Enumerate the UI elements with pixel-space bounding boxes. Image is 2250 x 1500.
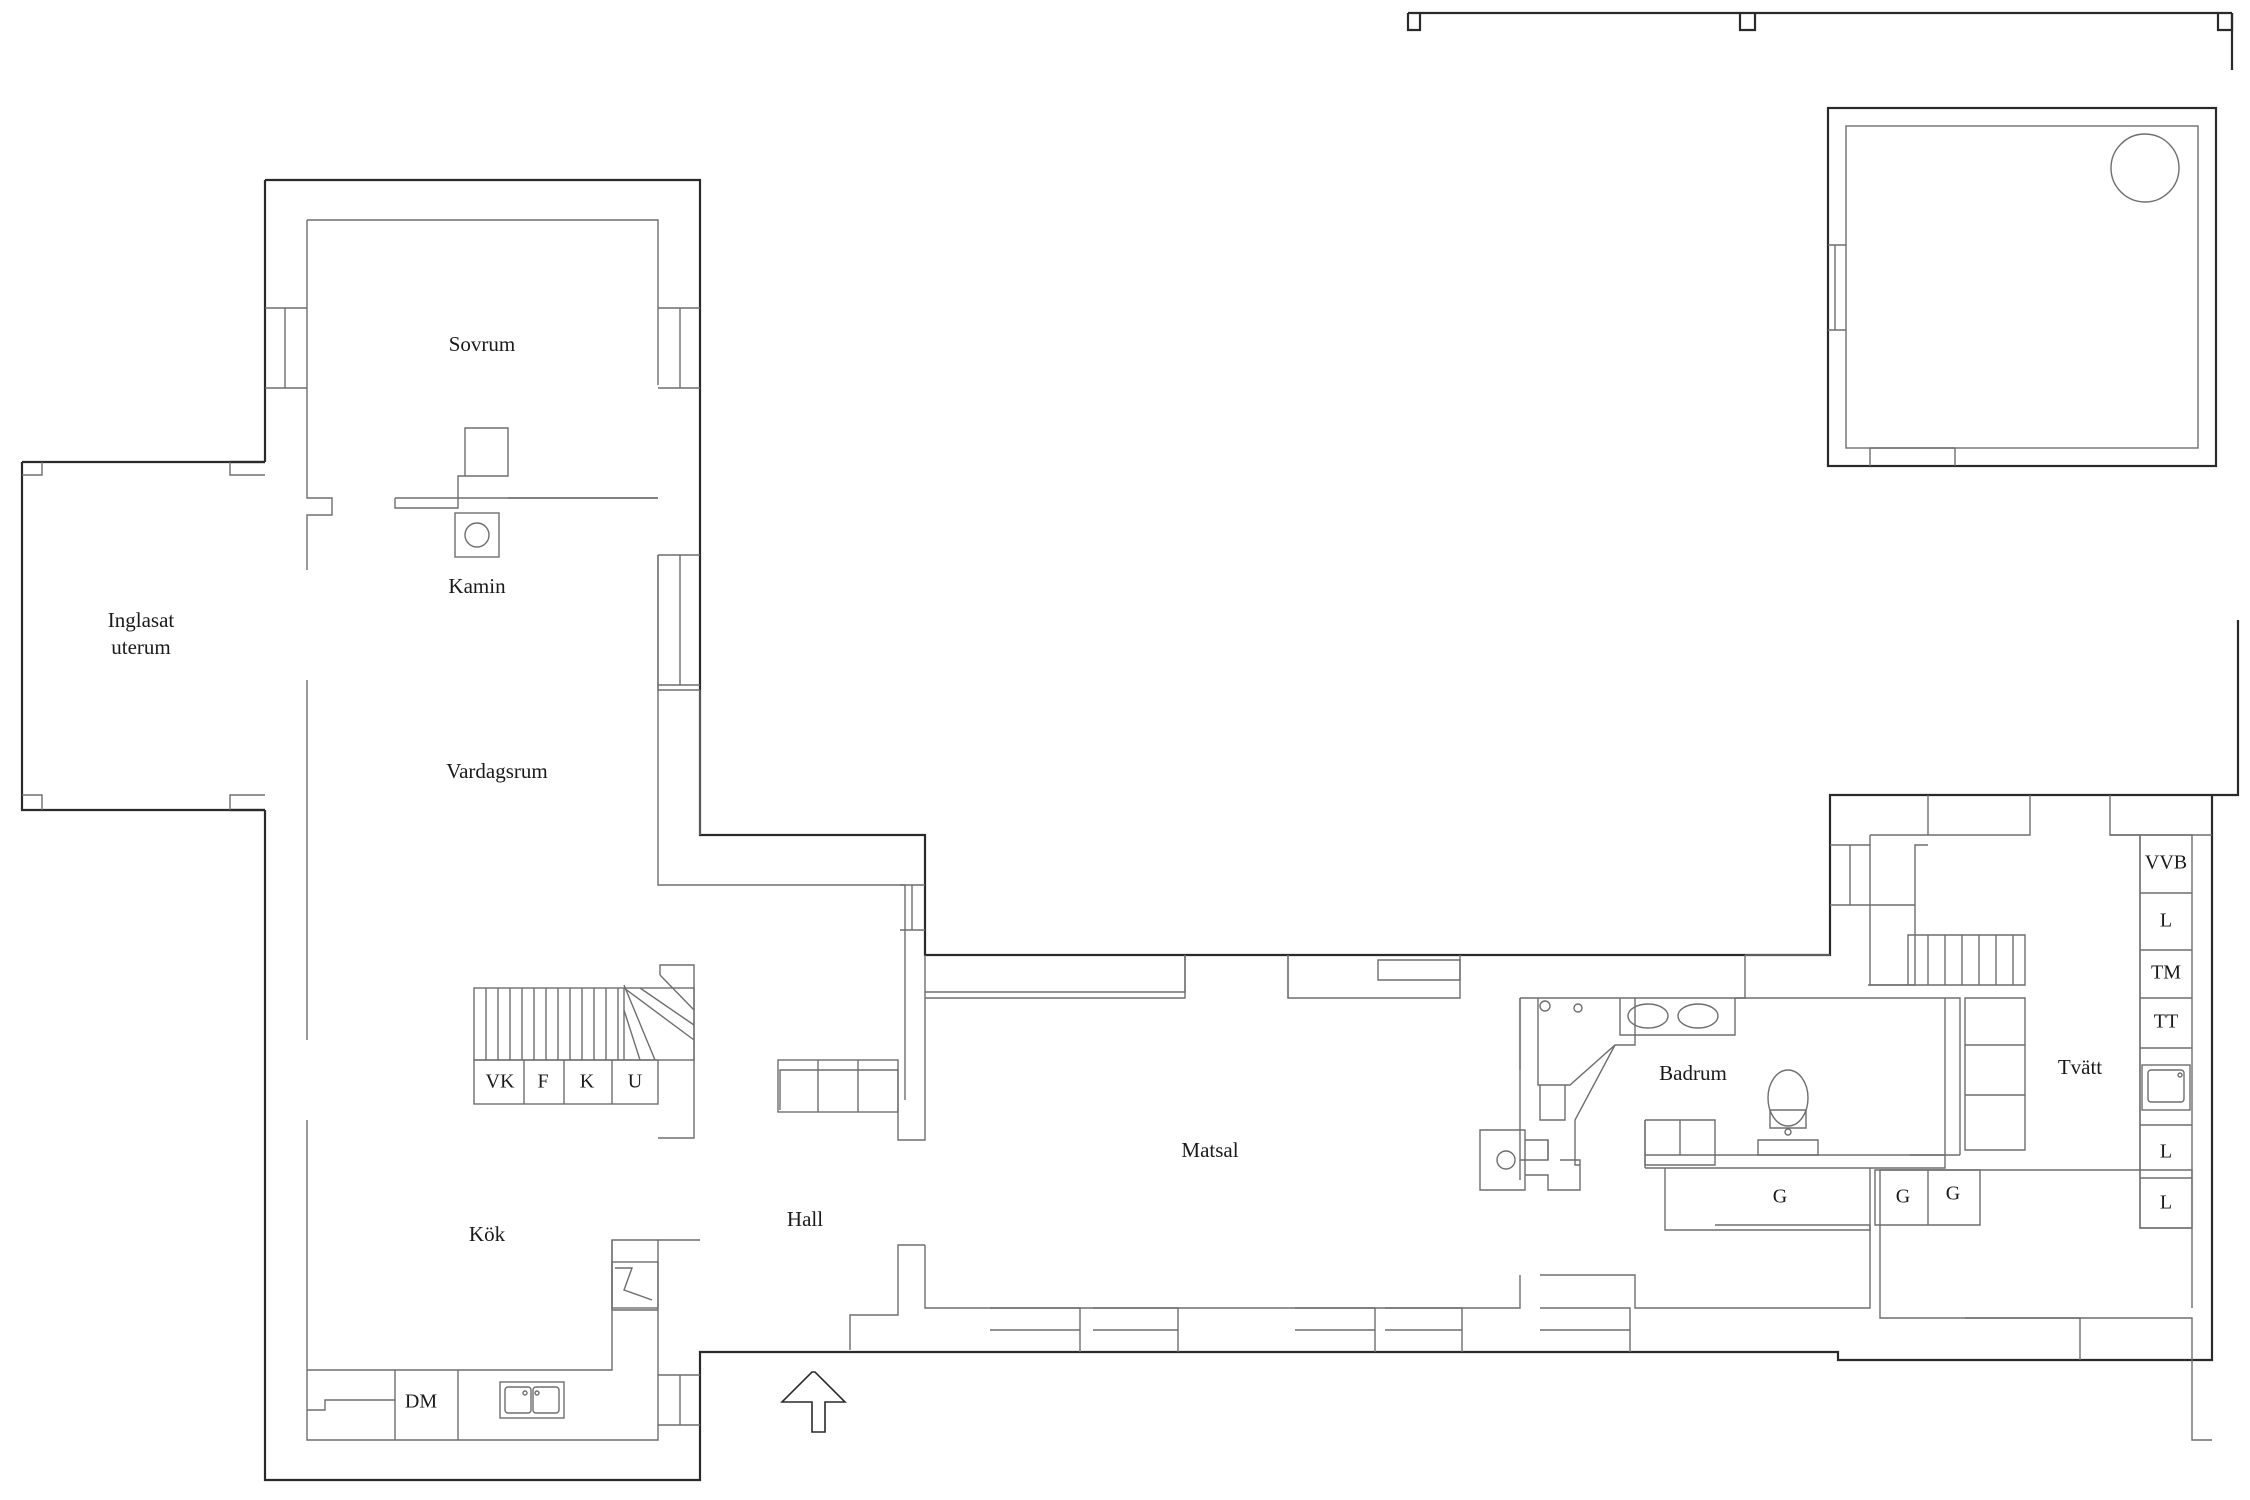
kitchen-sink-icon [499, 1381, 565, 1419]
entrance-arrow-icon[interactable] [780, 1371, 847, 1433]
laundry-cabinet-g2-label: G [1946, 1183, 1960, 1205]
room-kok: Kök [469, 1222, 506, 1246]
laundry: G G VVB L TM TT L L [1868, 834, 2193, 1229]
round-fixture-icon [2110, 133, 2180, 203]
fireplace-icon [464, 522, 490, 548]
cabinet-l3-label: L [2160, 1192, 2172, 1214]
unit-f-label: F [537, 1071, 548, 1093]
bath-cabinet-g-label: G [1773, 1186, 1787, 1208]
hall-cabinets [777, 1059, 899, 1113]
stair-icon [473, 987, 695, 1061]
stair-treads [485, 974, 695, 1061]
cabinet-l1-label: L [2160, 910, 2172, 932]
laundry-stair-treads [1927, 935, 2014, 985]
room-sovrum: Sovrum [449, 332, 516, 356]
inner-walls [306, 219, 2212, 1441]
room-inglasat-line1: Inglasat [108, 608, 175, 632]
outer-walls [230, 178, 2240, 1482]
unit-u-label: U [628, 1071, 643, 1093]
room-badrum: Badrum [1659, 1061, 1727, 1085]
room-labels: Sovrum Kamin Inglasat uterum Vardagsrum … [108, 332, 2103, 1246]
tumble-dryer-label: TT [2154, 1011, 2178, 1033]
room-kamin: Kamin [448, 574, 506, 598]
dishwasher-label: DM [405, 1391, 437, 1413]
top-right-structure [1406, 11, 2234, 468]
room-vardagsrum: Vardagsrum [446, 759, 547, 783]
glazed-porch [20, 460, 265, 812]
unit-k-label: K [580, 1071, 595, 1093]
laundry-sink-icon [2141, 1064, 2191, 1111]
windows [265, 307, 2212, 1426]
room-tvatt: Tvätt [2058, 1055, 2102, 1079]
room-matsal: Matsal [1181, 1138, 1238, 1162]
bathroom-sink-icon [1627, 1003, 1719, 1029]
water-heater-label: VVB [2145, 852, 2187, 874]
kitchen-appliances: VK F K U [473, 1059, 659, 1105]
bathroom: G [1537, 997, 1961, 1231]
room-inglasat-line2: uterum [111, 635, 170, 659]
fireplace [394, 427, 658, 558]
room-hall: Hall [787, 1207, 823, 1231]
unit-vk-label: VK [486, 1071, 515, 1093]
cabinet-l2-label: L [2160, 1141, 2172, 1163]
toilet-icon [1767, 1069, 1809, 1136]
stove-icon [615, 1267, 653, 1301]
washing-machine-label: TM [2151, 962, 2181, 984]
kitchen-counter: DM [307, 1239, 659, 1440]
dining-walls [925, 955, 1581, 1191]
stairs[interactable] [473, 964, 695, 1139]
laundry-cabinet-g1-label: G [1896, 1186, 1910, 1208]
